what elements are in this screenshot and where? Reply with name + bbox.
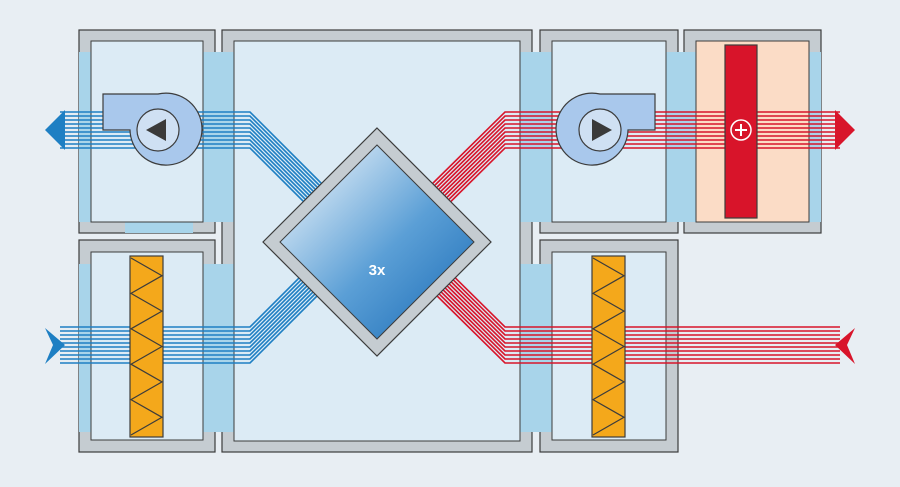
- outdoor-airflow-stripe: [60, 266, 331, 348]
- exhaust-airflow-stripe: [423, 278, 840, 360]
- outdoor-airflow-stripe: [60, 282, 331, 364]
- heat-exchanger: 3x: [262, 127, 492, 357]
- filter-icon: [129, 255, 164, 438]
- extract-air-filter: [591, 255, 626, 438]
- outdoor-airflow-stripe: [60, 278, 331, 360]
- outdoor-airflow-stripe: [60, 262, 331, 344]
- connector-duct: [203, 52, 234, 222]
- supply-fan: [555, 92, 656, 166]
- exhaust-airflow-stripe: [423, 282, 840, 364]
- connector-ducts: [79, 52, 821, 432]
- exhaust-airflow-stripe: [423, 270, 840, 352]
- connector-duct: [79, 264, 91, 432]
- connector-duct: [203, 264, 234, 432]
- outdoor-airflow-stripe: [60, 258, 331, 340]
- outdoor-air-filter: [129, 255, 164, 438]
- heater: [724, 44, 758, 219]
- arrow-left-icon: [45, 110, 65, 150]
- fan-left-icon: [146, 119, 166, 141]
- connector-duct: [125, 222, 193, 233]
- exhaust-airflow-stripe: [423, 262, 840, 344]
- arrowheads: [45, 110, 855, 364]
- connector-duct: [520, 264, 552, 432]
- filter-pleats: [129, 257, 164, 436]
- arrow-right-icon: [835, 110, 855, 150]
- exchanger-label: 3x: [369, 262, 386, 279]
- extract-airflow-stripe: [60, 139, 331, 221]
- connector-duct: [666, 52, 696, 222]
- fan-right-icon: [592, 119, 612, 141]
- exhaust-airflow-stripe: [423, 266, 840, 348]
- arrow-notch-icon: [45, 328, 65, 364]
- plus-icon: [735, 124, 747, 136]
- outdoor-airflow-stripe: [60, 270, 331, 352]
- arrow-notch-icon: [835, 328, 855, 364]
- connector-duct: [520, 52, 552, 222]
- extract-airflow-stripe: [60, 143, 331, 225]
- connector-duct: [809, 52, 821, 222]
- extract-airflow-stripe: [60, 135, 331, 217]
- exhaust-airflow-stripe: [423, 258, 840, 340]
- filter-icon: [591, 255, 626, 438]
- extract-fan: [102, 92, 203, 166]
- extract-airflow-stripe: [60, 131, 331, 213]
- outdoor-airflow-stripe: [60, 274, 331, 356]
- filter-pleats: [591, 257, 626, 436]
- exhaust-airflow-stripe: [423, 274, 840, 356]
- connector-duct: [79, 52, 91, 222]
- cross-flow-exchanger-icon: [279, 144, 475, 340]
